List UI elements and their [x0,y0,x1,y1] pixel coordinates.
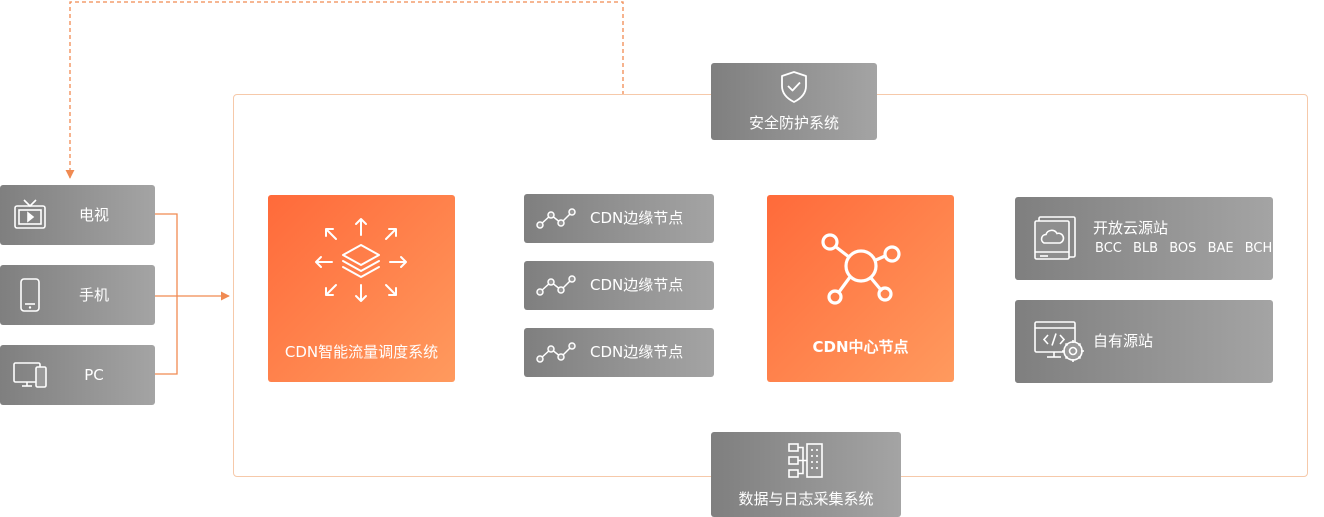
monitor-icon [13,362,47,388]
cloud-server-icon [1034,216,1076,260]
open-origin-services: BCC BLB BOS BAE BCH [1095,241,1279,256]
device-label: 电视 [78,206,109,224]
own-origin-title: 自有源站 [1093,332,1154,350]
scheduler-label: CDN智能流量调度系统 [284,343,439,361]
devices-bracket-line [155,213,178,375]
phone-icon [20,278,40,312]
security-system-box: 安全防护系统 [711,63,877,140]
shield-check-icon [781,71,807,103]
security-label: 安全防护系统 [748,114,839,132]
edge-node-3: CDN边缘节点 [524,328,714,377]
layers-arrows-icon [315,218,407,302]
logging-system-box: 数据与日志采集系统 [711,432,901,517]
edge-node-label: CDN边缘节点 [590,209,684,227]
cdn-center-box: CDN中心节点 [767,195,954,382]
hub-icon [821,233,901,305]
device-label: PC [84,366,104,384]
node-chain-icon [536,275,576,296]
device-label: 手机 [78,286,109,304]
edge-node-1: CDN边缘节点 [524,194,714,243]
center-label: CDN中心节点 [812,338,909,356]
own-origin: 自有源站 [1015,300,1273,383]
service-tag: BCH [1244,241,1273,256]
tv-icon [14,199,46,229]
device-pc: PC [0,345,155,405]
open-origin-title: 开放云源站 [1093,219,1169,237]
edge-node-2: CDN边缘节点 [524,261,714,310]
device-tv: 电视 [0,185,155,245]
edge-node-label: CDN边缘节点 [590,343,684,361]
node-chain-icon [536,208,576,229]
device-phone: 手机 [0,265,155,325]
service-tag: BOS [1169,241,1197,256]
data-grid-icon [788,443,823,478]
node-chain-icon [536,342,576,363]
edge-node-label: CDN边缘节点 [590,276,684,294]
open-cloud-origin: 开放云源站 BCC BLB BOS BAE BCH [1015,197,1273,280]
service-tag: BCC [1095,241,1122,256]
code-window-gear-icon [1034,321,1084,362]
service-tag: BLB [1133,241,1159,256]
service-tag: BAE [1207,241,1234,256]
cdn-scheduler-box: CDN智能流量调度系统 [268,195,455,382]
logging-label: 数据与日志采集系统 [738,490,874,508]
